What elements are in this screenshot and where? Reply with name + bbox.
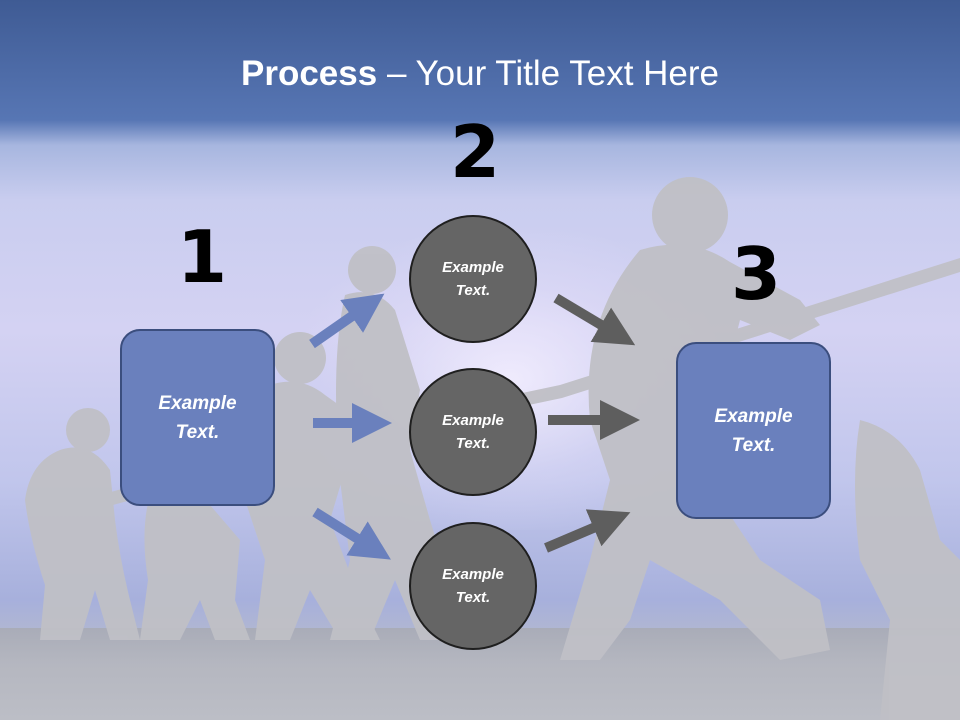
step-number-1: 1 xyxy=(177,215,228,299)
circle-top-text: Example Text. xyxy=(442,259,504,299)
title-rest: – Your Title Text Here xyxy=(377,54,719,93)
step-3-text: Example Text. xyxy=(714,405,793,456)
circle-middle: Example Text. xyxy=(409,368,537,496)
circle-middle-text: Example Text. xyxy=(442,412,504,452)
step-1-text: Example Text. xyxy=(158,392,237,443)
arrow-down-right-gray-icon xyxy=(553,293,636,346)
arrow-up-right-blue-icon xyxy=(309,293,385,349)
circle-top: Example Text. xyxy=(409,215,537,343)
circle-bottom-text: Example Text. xyxy=(442,566,504,606)
title-bold: Process xyxy=(241,54,378,93)
arrow-up-right-gray-icon xyxy=(544,509,631,553)
step-number-3: 3 xyxy=(731,232,782,316)
page-title: Process – Your Title Text Here xyxy=(0,52,960,96)
step-number-2: 2 xyxy=(450,110,501,194)
arrow-down-right-blue-icon xyxy=(312,507,391,560)
step-1-box: Example Text. xyxy=(120,329,275,506)
circle-bottom: Example Text. xyxy=(409,522,537,650)
step-3-box: Example Text. xyxy=(676,342,831,519)
